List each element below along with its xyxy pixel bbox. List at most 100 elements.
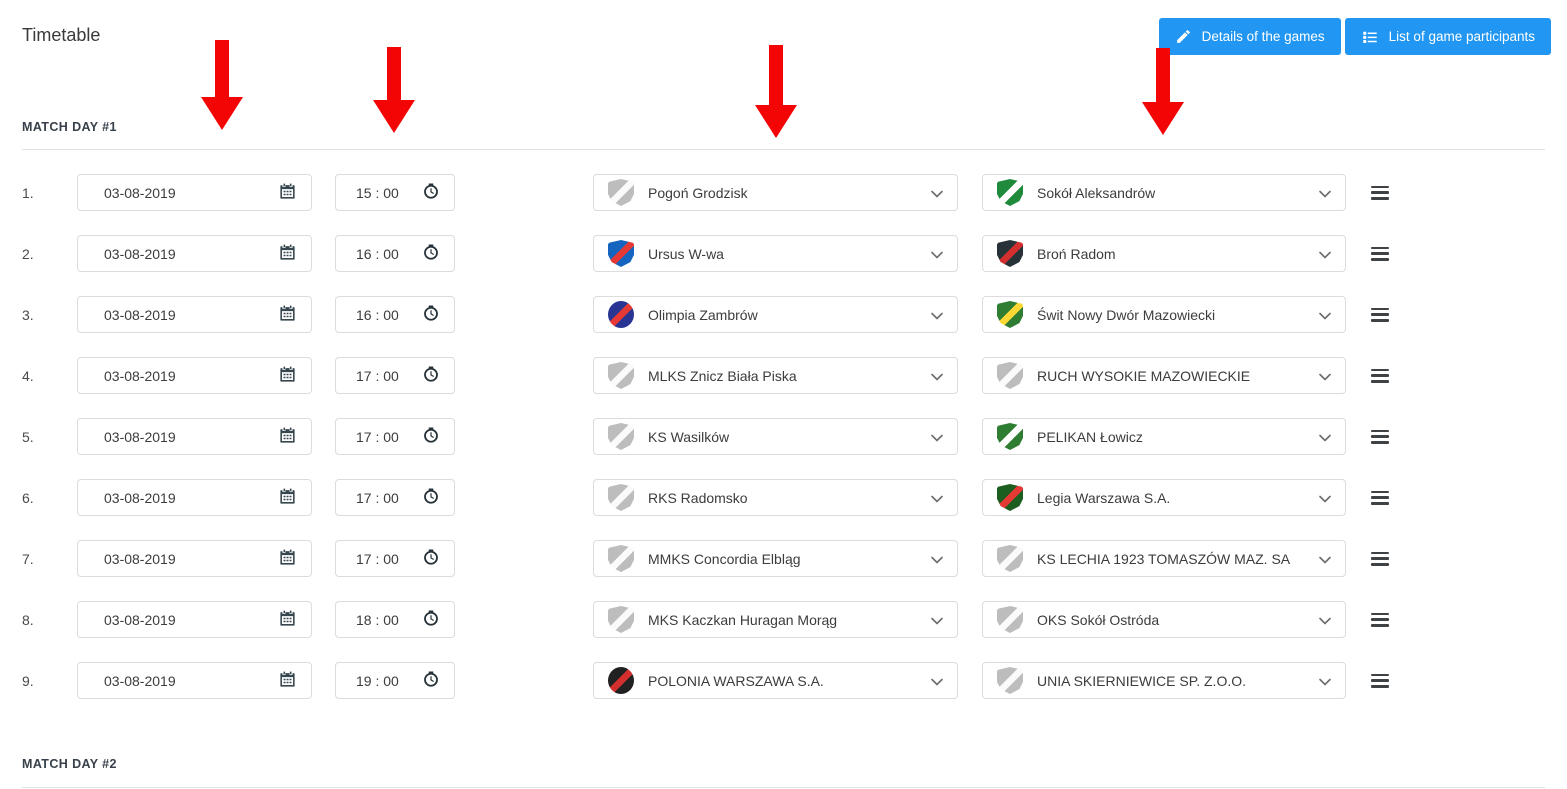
date-input[interactable]: 03-08-2019 bbox=[77, 479, 312, 516]
away-team-select[interactable]: Legia Warszawa S.A. bbox=[982, 479, 1346, 516]
home-team-select[interactable]: POLONIA WARSZAWA S.A. bbox=[593, 662, 958, 699]
calendar-icon[interactable] bbox=[278, 304, 297, 326]
time-input[interactable]: 18 : 00 bbox=[335, 601, 455, 638]
home-team-select[interactable]: KS Wasilków bbox=[593, 418, 958, 455]
away-team-select[interactable]: OKS Sokół Ostróda bbox=[982, 601, 1346, 638]
time-input[interactable]: 16 : 00 bbox=[335, 235, 455, 272]
home-team-logo bbox=[608, 484, 634, 511]
time-input[interactable]: 16 : 00 bbox=[335, 296, 455, 333]
date-value: 03-08-2019 bbox=[104, 306, 176, 323]
match-row: 6. 03-08-2019 17 : 00 RKS Radomsko Legia… bbox=[0, 479, 1567, 516]
away-team-logo bbox=[997, 301, 1023, 328]
date-input[interactable]: 03-08-2019 bbox=[77, 540, 312, 577]
match-number: 8. bbox=[22, 611, 34, 628]
chevron-down-icon bbox=[1319, 490, 1331, 506]
away-team-select[interactable]: KS LECHIA 1923 TOMASZÓW MAZ. SA bbox=[982, 540, 1346, 577]
time-input[interactable]: 17 : 00 bbox=[335, 540, 455, 577]
drag-handle-icon[interactable] bbox=[1371, 368, 1389, 383]
drag-handle-icon[interactable] bbox=[1371, 490, 1389, 505]
away-team-name: UNIA SKIERNIEWICE SP. Z.O.O. bbox=[1037, 672, 1247, 689]
time-input[interactable]: 17 : 00 bbox=[335, 357, 455, 394]
home-team-name: Olimpia Zambrów bbox=[648, 306, 758, 323]
match-number: 1. bbox=[22, 184, 34, 201]
away-team-logo bbox=[997, 545, 1023, 572]
date-input[interactable]: 03-08-2019 bbox=[77, 235, 312, 272]
date-input[interactable]: 03-08-2019 bbox=[77, 418, 312, 455]
home-team-select[interactable]: MMKS Concordia Elbląg bbox=[593, 540, 958, 577]
away-team-name: KS LECHIA 1923 TOMASZÓW MAZ. SA bbox=[1037, 550, 1291, 567]
home-team-select[interactable]: MLKS Znicz Biała Piska bbox=[593, 357, 958, 394]
annotation-arrow-time-column bbox=[371, 47, 417, 133]
date-input[interactable]: 03-08-2019 bbox=[77, 296, 312, 333]
drag-handle-icon[interactable] bbox=[1371, 307, 1389, 322]
calendar-icon[interactable] bbox=[278, 487, 297, 509]
time-value: 16 : 00 bbox=[356, 245, 399, 262]
time-input[interactable]: 17 : 00 bbox=[335, 479, 455, 516]
away-team-select[interactable]: RUCH WYSOKIE MAZOWIECKIE bbox=[982, 357, 1346, 394]
away-team-logo bbox=[997, 240, 1023, 267]
clock-icon[interactable] bbox=[422, 548, 440, 569]
home-team-logo bbox=[608, 240, 634, 267]
drag-handle-icon[interactable] bbox=[1371, 673, 1389, 688]
drag-handle-icon[interactable] bbox=[1371, 612, 1389, 627]
home-team-logo bbox=[608, 545, 634, 572]
page-header: Timetable Details of the games List of g… bbox=[22, 18, 1551, 55]
list-of-participants-label: List of game participants bbox=[1388, 29, 1535, 44]
away-team-name: Sokół Aleksandrów bbox=[1037, 184, 1156, 201]
home-team-select[interactable]: Olimpia Zambrów bbox=[593, 296, 958, 333]
away-team-select[interactable]: UNIA SKIERNIEWICE SP. Z.O.O. bbox=[982, 662, 1346, 699]
match-number: 3. bbox=[22, 306, 34, 323]
away-team-name: Broń Radom bbox=[1037, 245, 1116, 262]
clock-icon[interactable] bbox=[422, 365, 440, 386]
match-number: 4. bbox=[22, 367, 34, 384]
home-team-select[interactable]: RKS Radomsko bbox=[593, 479, 958, 516]
time-value: 17 : 00 bbox=[356, 428, 399, 445]
calendar-icon[interactable] bbox=[278, 426, 297, 448]
drag-handle-icon[interactable] bbox=[1371, 246, 1389, 261]
date-value: 03-08-2019 bbox=[104, 489, 176, 506]
calendar-icon[interactable] bbox=[278, 365, 297, 387]
clock-icon[interactable] bbox=[422, 426, 440, 447]
match-row: 8. 03-08-2019 18 : 00 MKS Kaczkan Huraga… bbox=[0, 601, 1567, 638]
away-team-logo bbox=[997, 606, 1023, 633]
away-team-select[interactable]: PELIKAN Łowicz bbox=[982, 418, 1346, 455]
away-team-select[interactable]: Świt Nowy Dwór Mazowiecki bbox=[982, 296, 1346, 333]
date-input[interactable]: 03-08-2019 bbox=[77, 662, 312, 699]
clock-icon[interactable] bbox=[422, 670, 440, 691]
clock-icon[interactable] bbox=[422, 487, 440, 508]
list-of-participants-button[interactable]: List of game participants bbox=[1344, 18, 1551, 55]
home-team-select[interactable]: MKS Kaczkan Huragan Morąg bbox=[593, 601, 958, 638]
time-input[interactable]: 15 : 00 bbox=[335, 174, 455, 211]
home-team-select[interactable]: Pogoń Grodzisk bbox=[593, 174, 958, 211]
time-value: 15 : 00 bbox=[356, 184, 399, 201]
time-value: 19 : 00 bbox=[356, 672, 399, 689]
away-team-select[interactable]: Broń Radom bbox=[982, 235, 1346, 272]
match-number: 7. bbox=[22, 550, 34, 567]
calendar-icon[interactable] bbox=[278, 670, 297, 692]
calendar-icon[interactable] bbox=[278, 548, 297, 570]
date-input[interactable]: 03-08-2019 bbox=[77, 357, 312, 394]
time-value: 16 : 00 bbox=[356, 306, 399, 323]
details-of-games-button[interactable]: Details of the games bbox=[1158, 18, 1341, 55]
time-input[interactable]: 17 : 00 bbox=[335, 418, 455, 455]
clock-icon[interactable] bbox=[422, 609, 440, 630]
drag-handle-icon[interactable] bbox=[1371, 429, 1389, 444]
date-input[interactable]: 03-08-2019 bbox=[77, 174, 312, 211]
time-input[interactable]: 19 : 00 bbox=[335, 662, 455, 699]
clock-icon[interactable] bbox=[422, 182, 440, 203]
date-input[interactable]: 03-08-2019 bbox=[77, 601, 312, 638]
clock-icon[interactable] bbox=[422, 243, 440, 264]
calendar-icon[interactable] bbox=[278, 609, 297, 631]
drag-handle-icon[interactable] bbox=[1371, 551, 1389, 566]
time-value: 17 : 00 bbox=[356, 550, 399, 567]
home-team-logo bbox=[608, 667, 634, 694]
calendar-icon[interactable] bbox=[278, 182, 297, 204]
chevron-down-icon bbox=[1319, 429, 1331, 445]
home-team-select[interactable]: Ursus W-wa bbox=[593, 235, 958, 272]
calendar-icon[interactable] bbox=[278, 243, 297, 265]
drag-handle-icon[interactable] bbox=[1371, 185, 1389, 200]
clock-icon[interactable] bbox=[422, 304, 440, 325]
home-team-name: KS Wasilków bbox=[648, 428, 730, 445]
away-team-select[interactable]: Sokół Aleksandrów bbox=[982, 174, 1346, 211]
